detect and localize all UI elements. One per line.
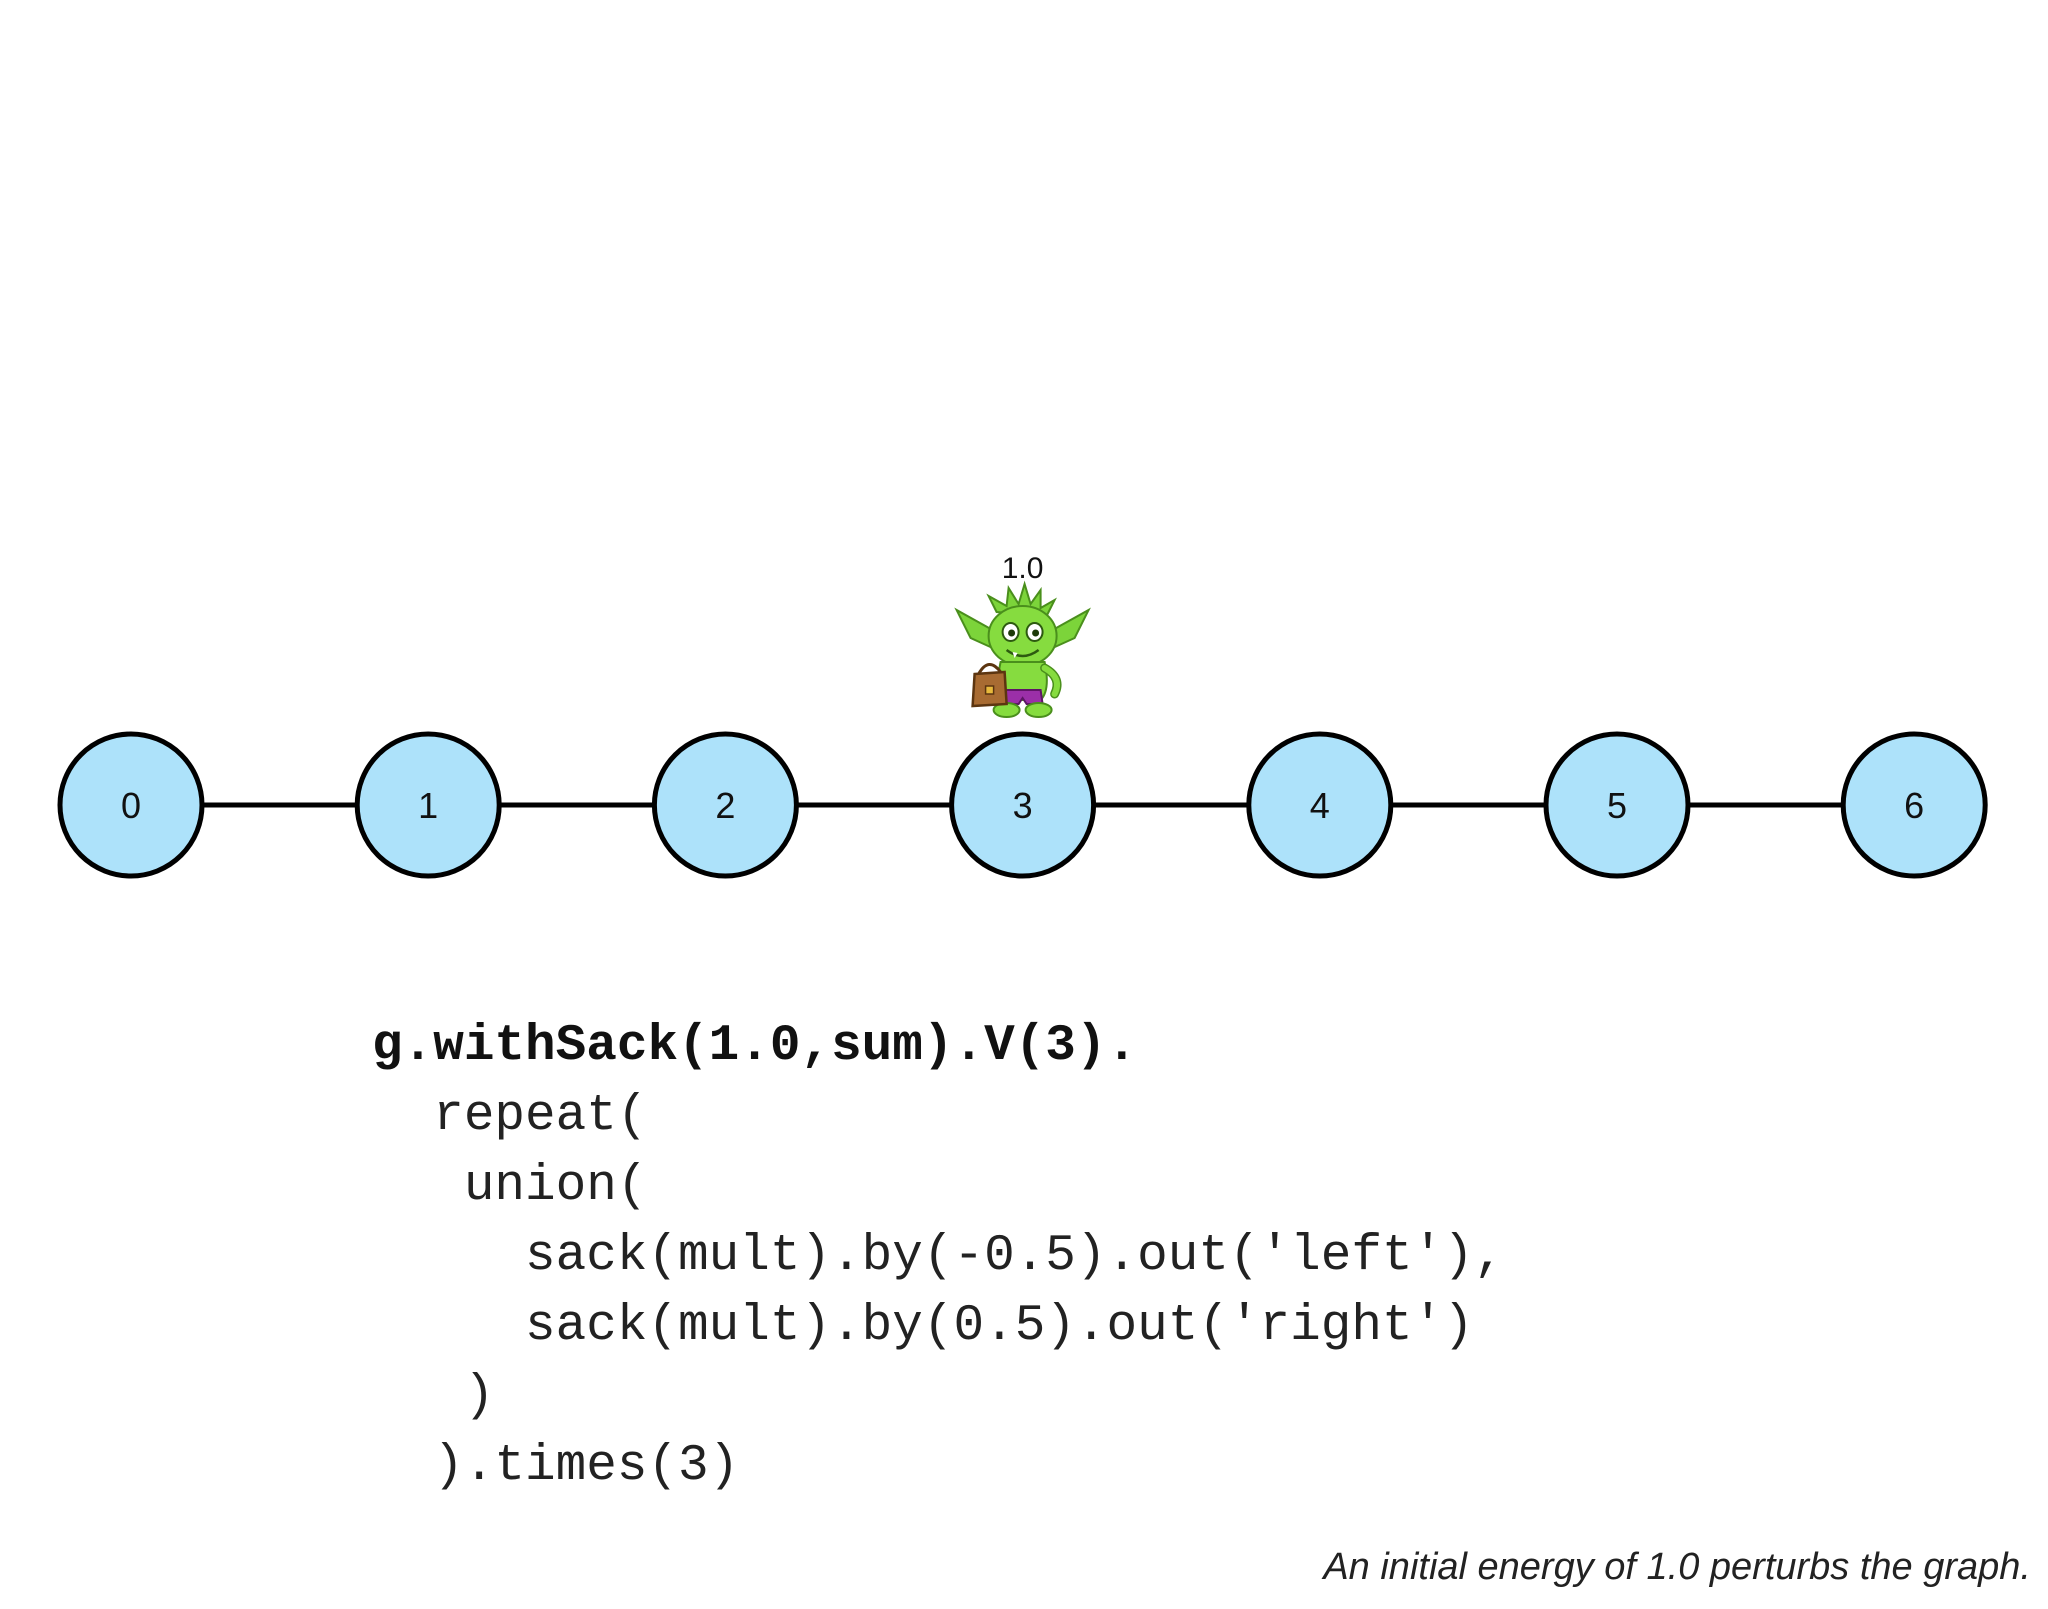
- vertex-label: 5: [1607, 785, 1627, 826]
- vertex-0: 0: [57, 731, 205, 879]
- code-line: sack(mult).by(-0.5).out('left'),: [372, 1228, 1505, 1285]
- code-line: ): [372, 1368, 495, 1425]
- vertex-1: 1: [354, 731, 502, 879]
- goblin-traverser-icon: [954, 580, 1091, 718]
- goblin-right-ear: [1051, 607, 1091, 650]
- vertex-2: 2: [651, 731, 799, 879]
- vertex-label: 4: [1310, 785, 1330, 826]
- gremlin-query-code: g.withSack(1.0,sum).V(3). repeat( union(…: [372, 1012, 1504, 1502]
- goblin-shorts: [1001, 689, 1044, 705]
- goblin-hair: [986, 580, 1057, 618]
- vertex-circle: [651, 731, 799, 879]
- vertex-circle: [1840, 731, 1988, 879]
- vertex-4: 4: [1246, 731, 1394, 879]
- vertex-6: 6: [1840, 731, 1988, 879]
- graph-diagram: 0 1 2 3 4 5 6 1.0: [57, 552, 1988, 879]
- slide-caption: An initial energy of 1.0 perturbs the gr…: [1323, 1546, 2031, 1588]
- vertex-5: 5: [1543, 731, 1691, 879]
- vertex-label: 2: [715, 785, 735, 826]
- vertex-label: 0: [121, 785, 141, 826]
- code-line: g.withSack(1.0,sum).V(3).: [372, 1018, 1138, 1075]
- goblin-left-ear: [954, 607, 994, 650]
- code-line: ).times(3): [372, 1438, 740, 1495]
- vertex-circle: [1246, 731, 1394, 879]
- vertex-circle: [57, 731, 205, 879]
- vertex-circle: [949, 731, 1097, 879]
- vertex-label: 1: [418, 785, 438, 826]
- vertex-label: 3: [1013, 785, 1033, 826]
- vertex-circle: [354, 731, 502, 879]
- sack-value-label: 1.0: [1002, 552, 1044, 585]
- code-line: union(: [372, 1158, 648, 1215]
- vertices-layer: 0 1 2 3 4 5 6: [57, 731, 1988, 879]
- vertex-label: 6: [1904, 785, 1924, 826]
- code-line: sack(mult).by(0.5).out('right'): [372, 1298, 1474, 1355]
- vertex-circle: [1543, 731, 1691, 879]
- code-line: repeat(: [372, 1088, 648, 1145]
- vertex-3: 3: [949, 731, 1097, 879]
